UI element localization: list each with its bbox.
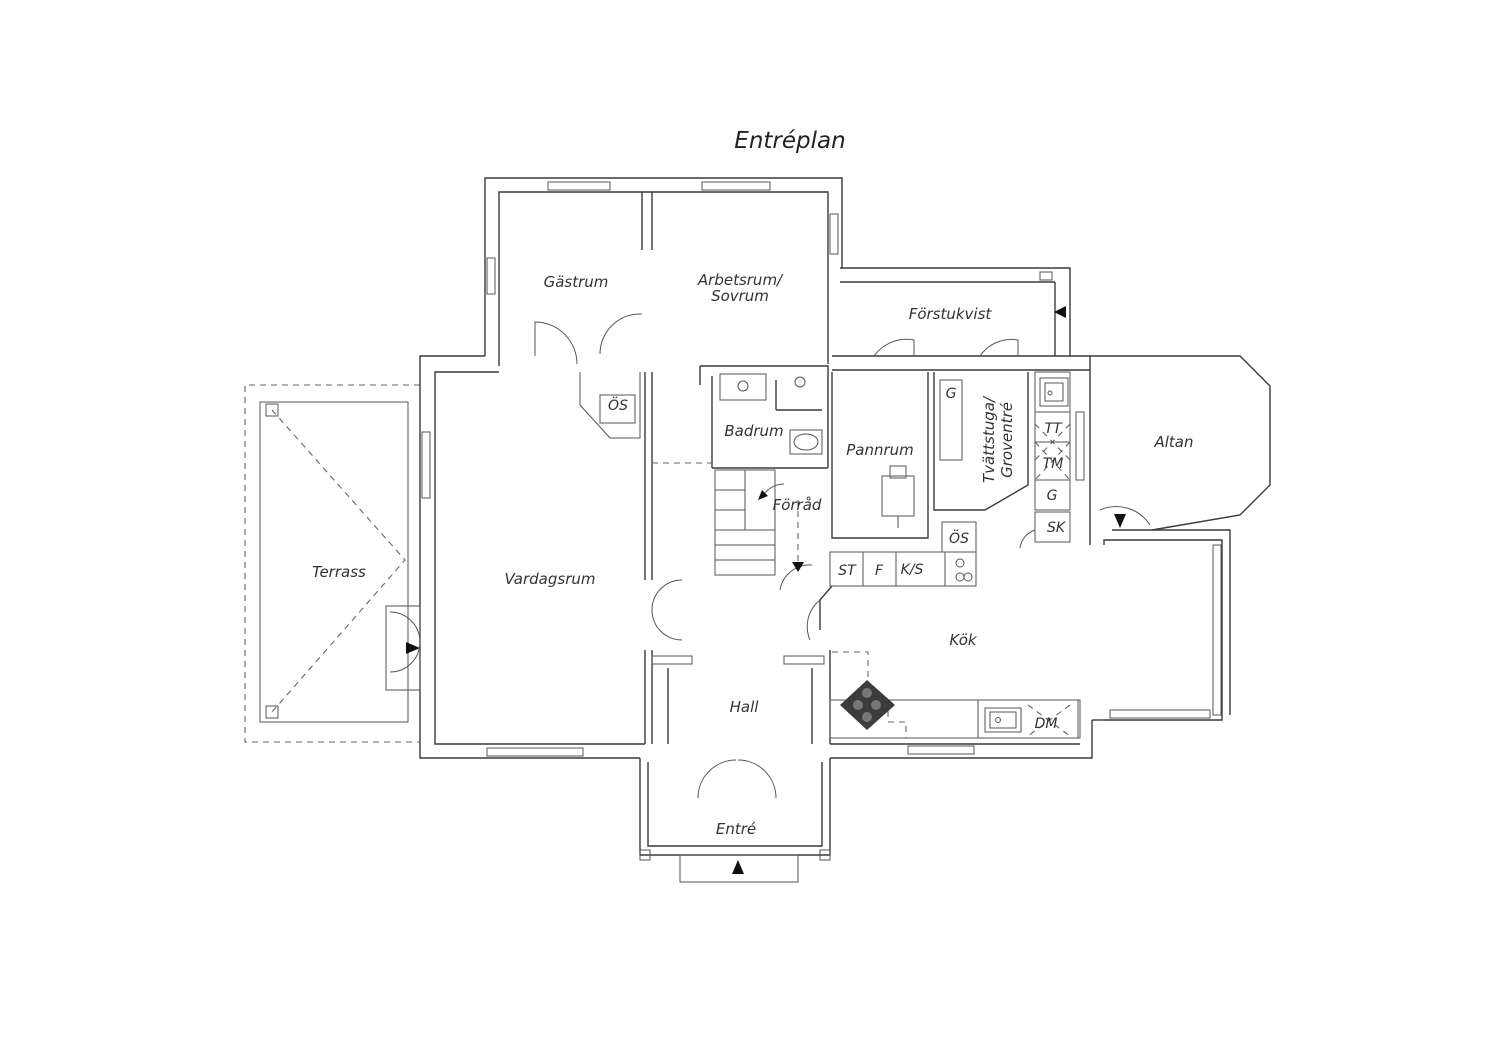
fixture-label-ks: K/S — [901, 562, 924, 578]
room-label-altan: Altan — [1153, 433, 1193, 451]
room-label-sovrum: Sovrum — [711, 287, 769, 305]
terrace-area — [244, 384, 420, 743]
room-label-gastrum: Gästrum — [544, 273, 609, 291]
boiler — [881, 465, 915, 528]
fixture-label-os-living: ÖS — [608, 396, 628, 414]
room-label-badrum: Badrum — [724, 422, 783, 440]
room-label-groventre: Groventré — [998, 402, 1016, 478]
room-label-pannrum: Pannrum — [846, 441, 914, 459]
entry-arrows — [406, 306, 1126, 874]
fixture-label-os-kitchen: ÖS — [949, 529, 969, 547]
fixture-label-g-utility: G — [946, 386, 957, 402]
room-label-vardagsrum: Vardagsrum — [505, 570, 596, 588]
fixture-label-tm: TM — [1043, 456, 1064, 472]
exterior-walls — [419, 177, 1231, 759]
door-swings — [385, 313, 1151, 799]
fixture-label-f: F — [875, 563, 884, 579]
stove-icon — [840, 680, 895, 730]
room-label-hall: Hall — [730, 698, 760, 716]
floor-plan-title: Entréplan — [734, 128, 846, 154]
altan-deck — [1089, 355, 1271, 545]
fixture-label-sk: SK — [1047, 520, 1067, 536]
fixture-label-g-side: G — [1047, 488, 1058, 504]
fixture-label-st: ST — [838, 563, 857, 579]
room-label-arbetsrum: Arbetsrum/ — [697, 271, 784, 289]
room-label-kok: Kök — [949, 631, 977, 649]
room-label-tvattstuga: Tvättstuga/ — [980, 395, 998, 483]
room-label-entre: Entré — [716, 820, 756, 838]
room-label-forstukvist: Förstukvist — [909, 305, 993, 323]
fixture-label-dm: DM — [1035, 716, 1058, 732]
windows — [421, 181, 1222, 757]
sink-icons — [955, 377, 1069, 733]
room-label-terrass: Terrass — [312, 563, 366, 581]
fixture-label-tt: TT — [1044, 421, 1063, 437]
room-label-forrad: Förråd — [773, 496, 822, 514]
bathroom-fixtures — [719, 373, 823, 455]
entrance-porch — [639, 758, 831, 883]
